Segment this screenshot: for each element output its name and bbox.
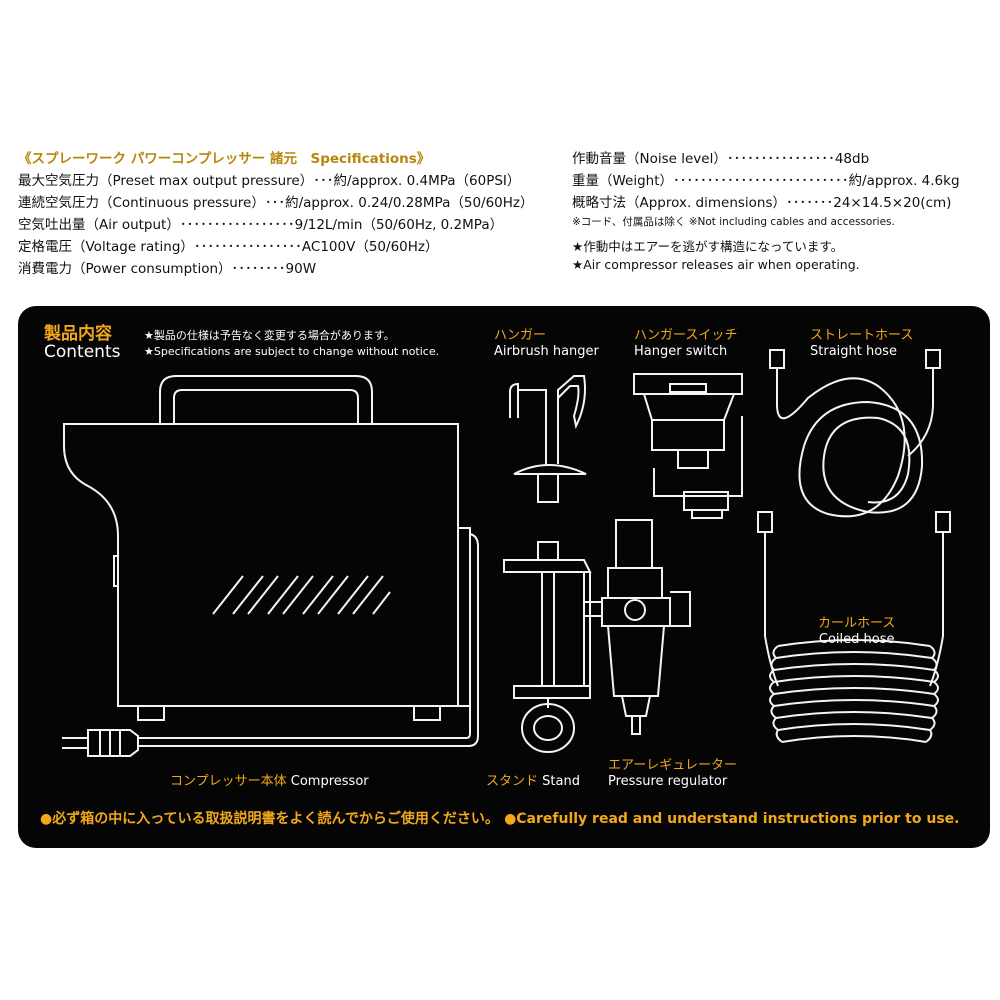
- label-hanger-switch: ハンガースイッチ Hanger switch: [634, 328, 737, 360]
- label-compressor: コンプレッサー本体 Compressor: [170, 774, 369, 790]
- operating-note-jp: ★作動中はエアーを逃がす構造になっています。: [572, 239, 844, 254]
- contents-panel: 製品内容 Contents ★製品の仕様は予告なく変更する場合があります。 ★S…: [18, 306, 990, 848]
- stand-illustration: [503, 541, 592, 753]
- hanger-illustration: [509, 375, 587, 503]
- instructions-notice-en: ●Carefully read and understand instructi…: [504, 811, 960, 827]
- label-compressor-jp: コンプレッサー本体: [170, 774, 287, 789]
- spec-noise: 作動音量（Noise level）････････････････48db: [572, 151, 870, 167]
- notice-jp: ★製品の仕様は予告なく変更する場合があります。: [144, 329, 395, 342]
- label-stand: スタンド Stand: [486, 774, 580, 790]
- label-stand-jp: スタンド: [486, 774, 539, 789]
- spec-air-output: 空気吐出量（Air output）･････････････････9/12L/…: [18, 217, 504, 233]
- label-stand-en: Stand: [542, 774, 580, 789]
- spec-note: ※コード、付属品は除く ※Not including cables and ac…: [572, 216, 895, 228]
- label-straight-en: Straight hose: [810, 344, 897, 359]
- hanger-switch-illustration: [633, 373, 743, 519]
- contents-title: 製品内容 Contents: [44, 324, 121, 362]
- label-coiled-en: Coiled hose: [818, 632, 895, 647]
- contents-title-en: Contents: [44, 342, 121, 362]
- straight-hose-illustration: [769, 349, 941, 518]
- label-regulator: エアーレギュレーター Pressure regulator: [608, 758, 737, 790]
- spec-change-notice: ★製品の仕様は予告なく変更する場合があります。 ★Specifications …: [144, 328, 439, 360]
- spec-power: 消費電力（Power consumption）････････90W: [18, 261, 317, 277]
- operating-note-en: ★Air compressor releases air when operat…: [572, 257, 860, 272]
- instructions-notice: ●必ず箱の中に入っている取扱説明書をよく読んでからご使用ください。 ●Caref…: [40, 808, 959, 828]
- label-hanger-jp: ハンガー: [494, 328, 547, 343]
- label-coiled-jp: カールホース: [818, 616, 896, 631]
- label-hanger: ハンガー Airbrush hanger: [494, 328, 599, 360]
- spec-title: 《スプレーワーク パワーコンプレッサー 諸元 Specifications》: [18, 151, 431, 167]
- spec-weight: 重量（Weight）･･････････････････････････約/ap…: [572, 173, 960, 189]
- contents-illustrations: [62, 349, 951, 757]
- contents-title-jp: 製品内容: [44, 324, 112, 344]
- spec-max-pressure: 最大空気圧力（Preset max output pressure）･･･約/a…: [18, 173, 521, 189]
- label-switch-en: Hanger switch: [634, 344, 728, 359]
- label-regulator-jp: エアーレギュレーター: [608, 758, 737, 773]
- label-compressor-en: Compressor: [290, 774, 369, 789]
- label-straight-jp: ストレートホース: [810, 328, 914, 343]
- label-straight-hose: ストレートホース Straight hose: [810, 328, 913, 360]
- coiled-hose-illustration: [757, 511, 951, 743]
- instructions-notice-jp: ●必ず箱の中に入っている取扱説明書をよく読んでからご使用ください。: [40, 811, 499, 827]
- label-switch-jp: ハンガースイッチ: [634, 328, 738, 343]
- specifications-left: 《スプレーワーク パワーコンプレッサー 諸元 Specifications》 最…: [18, 148, 534, 280]
- label-hanger-en: Airbrush hanger: [494, 344, 599, 359]
- spec-voltage: 定格電圧（Voltage rating）････････････････AC10…: [18, 239, 439, 255]
- specifications-right: 作動音量（Noise level）････････････････48db 重量…: [572, 148, 960, 274]
- label-coiled-hose: カールホース Coiled hose: [818, 616, 895, 648]
- spec-continuous-pressure: 連続空気圧力（Continuous pressure）･･･約/approx. …: [18, 195, 534, 211]
- notice-en: ★Specifications are subject to change wi…: [144, 345, 440, 358]
- label-regulator-en: Pressure regulator: [608, 774, 728, 789]
- regulator-illustration: [583, 519, 691, 735]
- compressor-illustration: [62, 375, 479, 757]
- spec-dimensions: 概略寸法（Approx. dimensions）･･･････24×14.5×2…: [572, 195, 952, 211]
